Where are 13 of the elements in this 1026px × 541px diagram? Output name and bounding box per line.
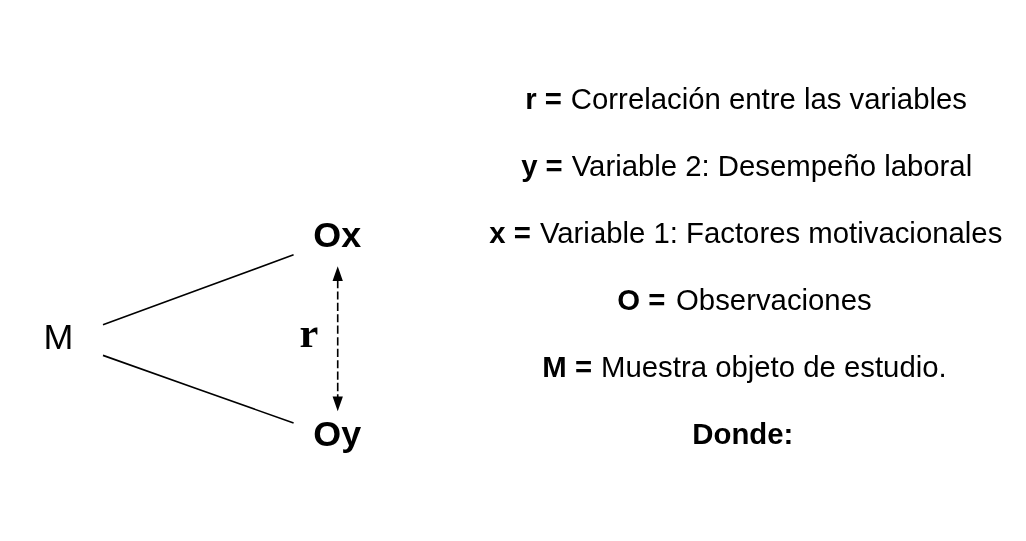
connector [102, 354, 295, 424]
label: Donde: [692, 416, 794, 450]
label: O = Observaciones [617, 282, 872, 316]
label: M = Muestra objeto de estudio. [542, 349, 947, 383]
connector [102, 253, 295, 326]
arrow [332, 265, 343, 411]
label: y = Variable 2: Desempeño laboral [521, 148, 973, 182]
label: r = Correlación entre las variables [525, 81, 967, 115]
edge-label: r [299, 308, 319, 356]
label: x = Variable 1: Factores motivacionales [489, 215, 1003, 249]
node-text: Ox [313, 214, 362, 255]
node-text: M [43, 316, 74, 357]
node-text: Oy [313, 413, 362, 454]
